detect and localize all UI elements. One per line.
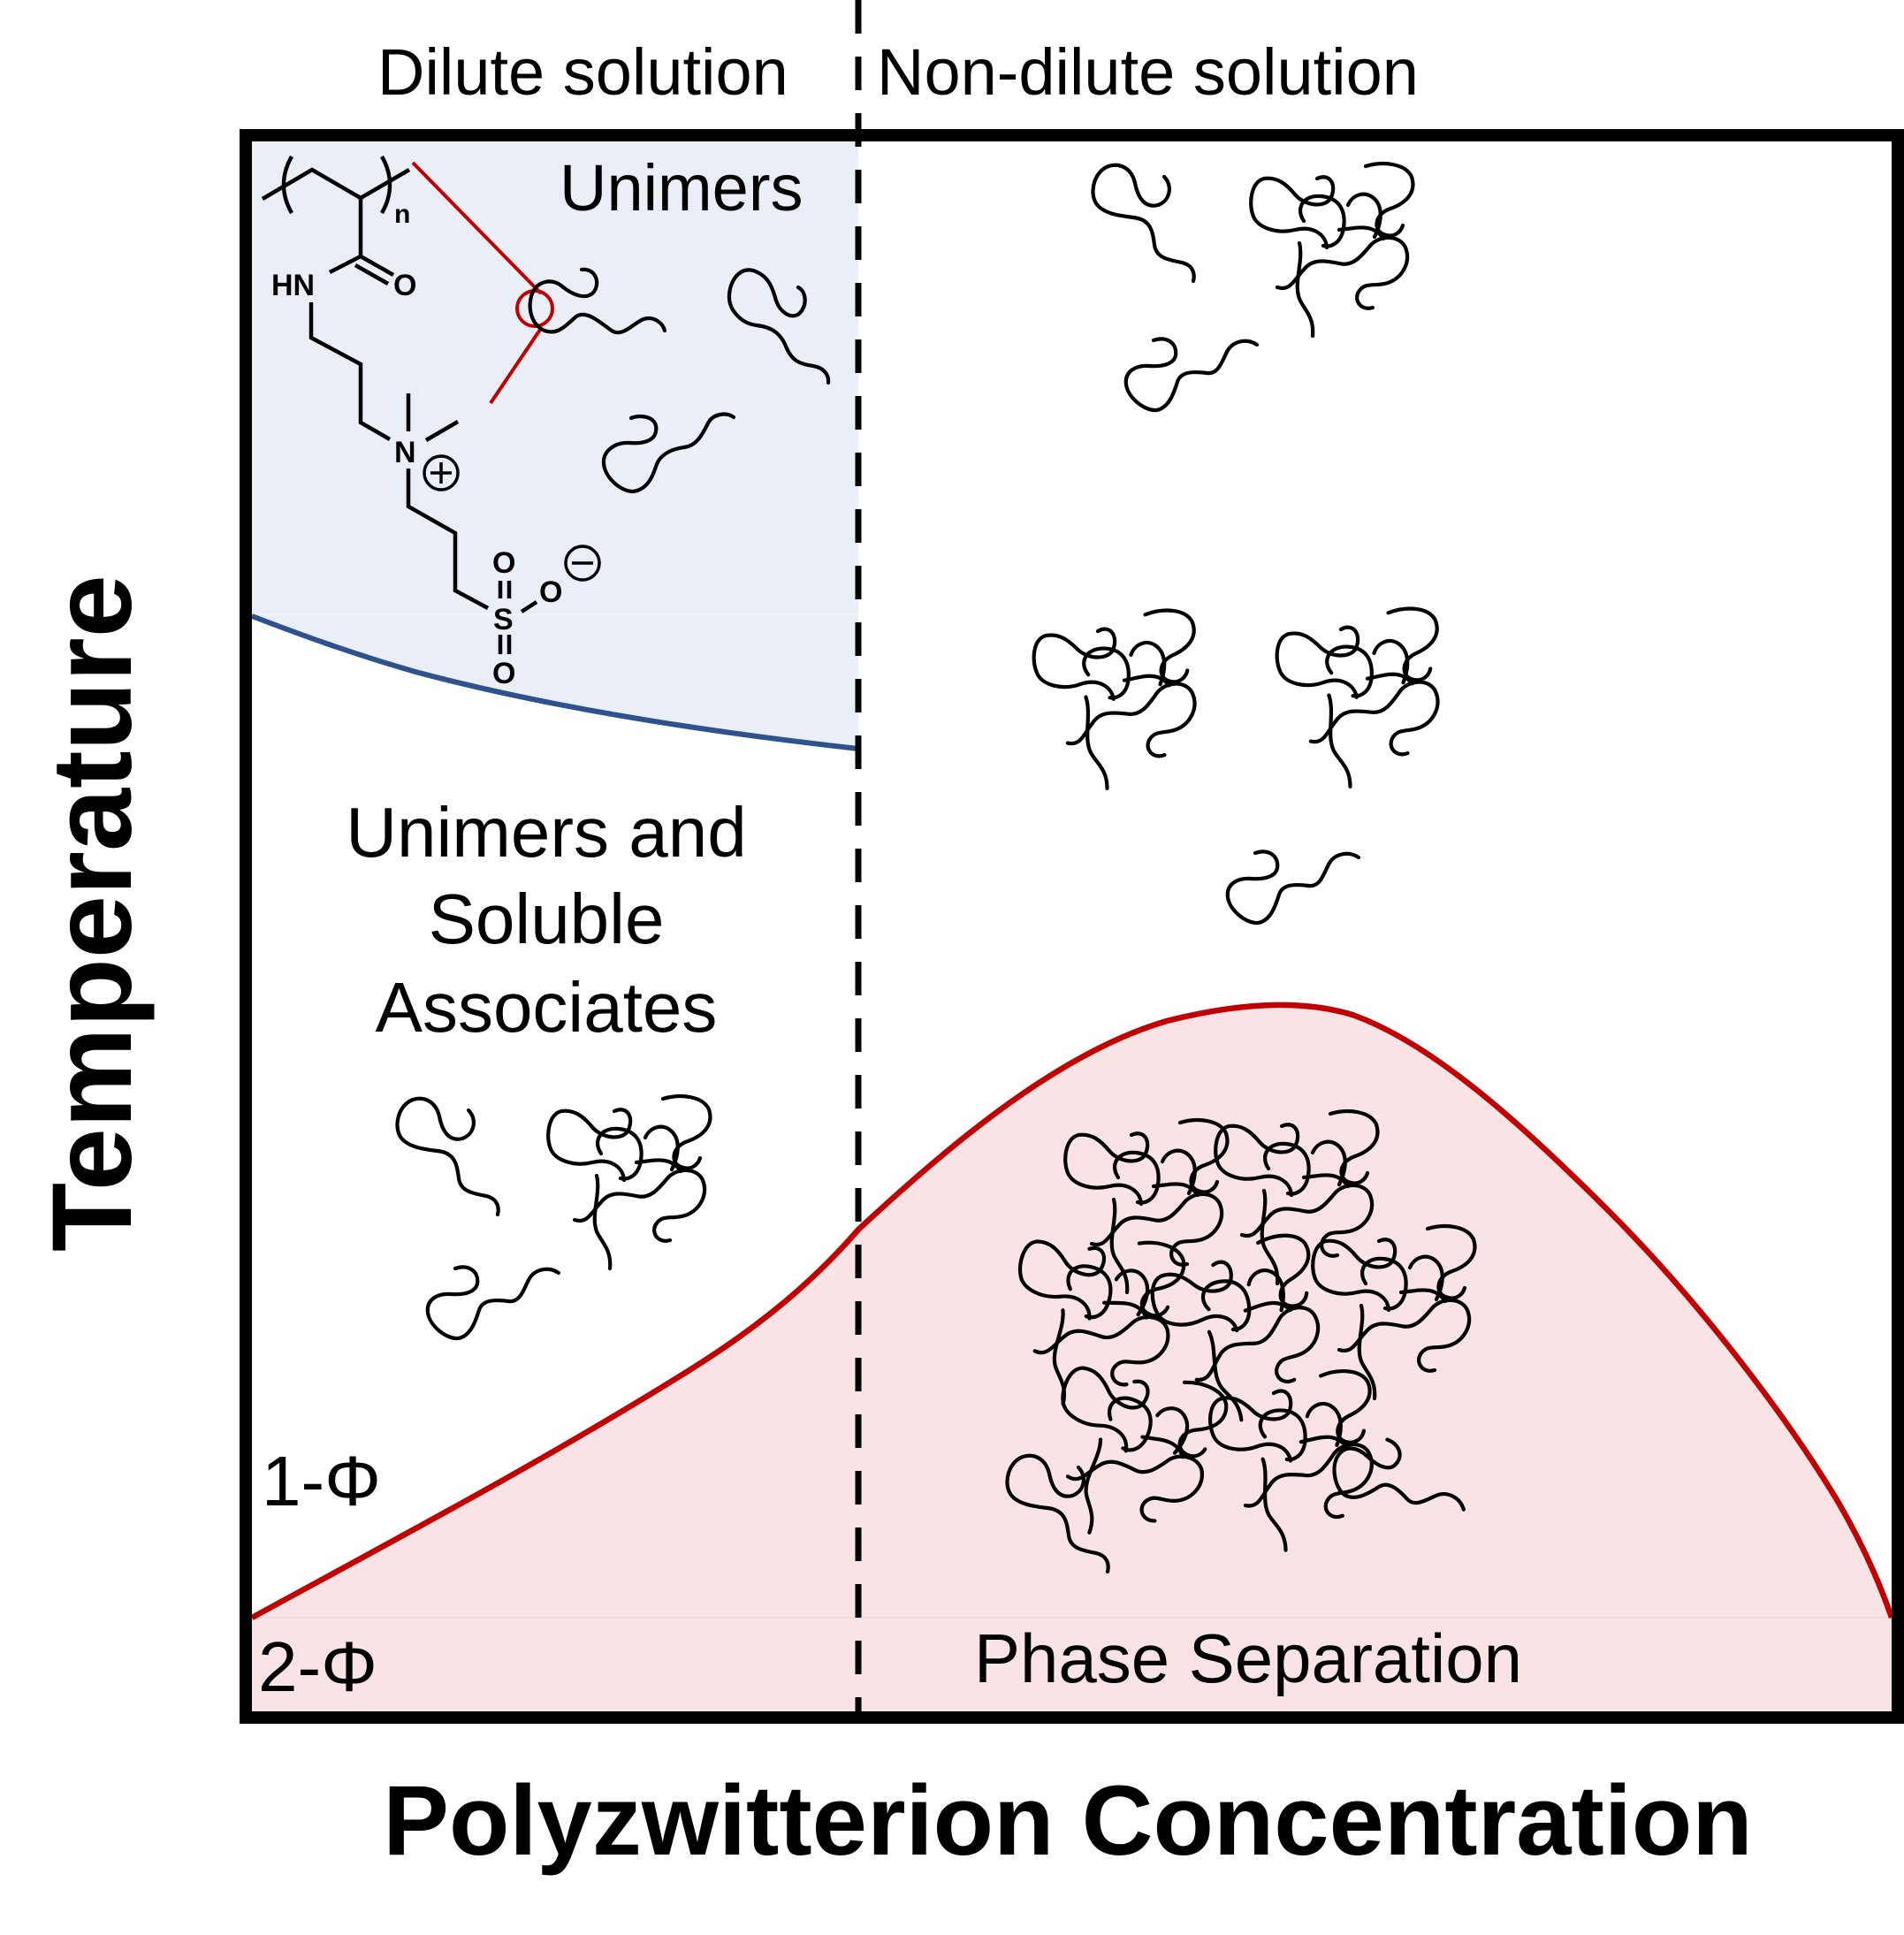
associate-cluster-icon [1274,606,1451,792]
sulfur-atom: S [493,603,514,636]
callout-line-lower [489,325,544,405]
phase-separation-region-fill [252,1004,1892,1711]
dilute-solution-label: Dilute solution [377,35,788,109]
side-chain-bonds [328,198,395,286]
wave-chain-icon [1228,852,1359,924]
propyl-linker-1 [308,302,392,441]
phase-separation-label: Phase Separation [974,1619,1522,1697]
associate-chains-nondilute-mid [1031,606,1451,923]
methyl-bonds [406,393,460,442]
callout-line-upper [411,161,543,295]
associate-chains-dilute [397,1096,710,1338]
ammonium-nitrogen: N [394,436,416,469]
associate-cluster-icon [1031,608,1207,794]
unimers-region-fill [252,141,858,749]
associates-region-label-line1: Unimers and [346,793,747,872]
repeat-bracket-right [380,155,392,215]
associate-chains-nondilute-top [1093,164,1413,410]
coil-chain-icon [1093,165,1193,281]
associates-region-label-line3: Associates [376,968,718,1047]
unimer-chains [528,267,831,494]
association-boundary-curve [250,613,859,751]
phase-boundary-curve [250,1002,1895,1620]
sulfonate-oxygen: O [539,575,562,609]
propyl-linker-2 [406,469,490,610]
plus-glyph [430,462,452,484]
coil-chain-icon [397,1099,498,1215]
associate-cluster-icon [1251,164,1413,336]
one-phase-label: 1-Φ [262,1442,381,1520]
unimer-chain-callout [528,267,667,335]
carbonyl-oxygen: O [393,269,416,302]
polyzwitterion-structure: n O HN N S O O O [261,155,601,690]
unimer-chain-coil [727,268,831,385]
region-fills [252,141,1892,1711]
backbone-bonds [261,167,411,201]
non-dilute-solution-label: Non-dilute solution [877,35,1419,109]
sulfonyl-oxygen-top: O [492,546,515,580]
repeat-bracket-left [281,155,293,215]
associate-cluster-icon [548,1096,710,1268]
unimer-chain-wave [601,412,736,494]
wave-chain-icon [428,1268,559,1339]
amide-nh: HN [271,269,315,302]
sulfonate-bond [520,600,538,613]
sulfonyl-oxygen-bottom: O [492,657,515,690]
positive-charge-icon [423,454,460,491]
wave-chain-icon [1126,339,1257,411]
x-axis-label: Polyzwitterion Concentration [383,1765,1752,1876]
y-axis-label: Temperature [29,575,156,1252]
two-phase-label: 2-Φ [258,1627,377,1706]
negative-charge-icon [564,545,601,582]
plot-frame [240,129,1904,1724]
repeat-subscript: n [394,200,410,229]
associates-region-label-line2: Soluble [429,880,665,958]
sulfonyl-double-bonds [498,581,512,654]
unimers-region-label: Unimers [560,151,803,225]
